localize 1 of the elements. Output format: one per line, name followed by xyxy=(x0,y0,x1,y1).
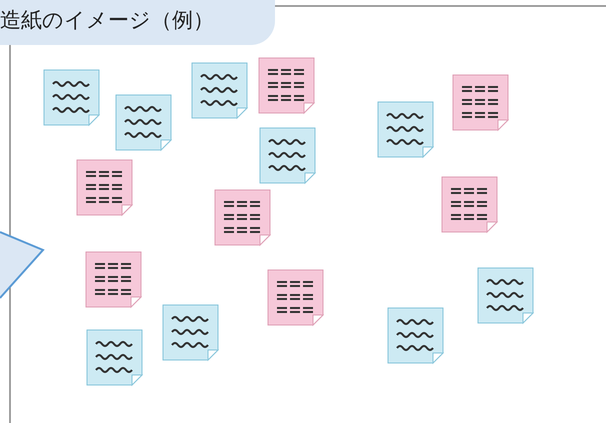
title-tab: 造紙のイメージ（例） xyxy=(0,0,275,45)
